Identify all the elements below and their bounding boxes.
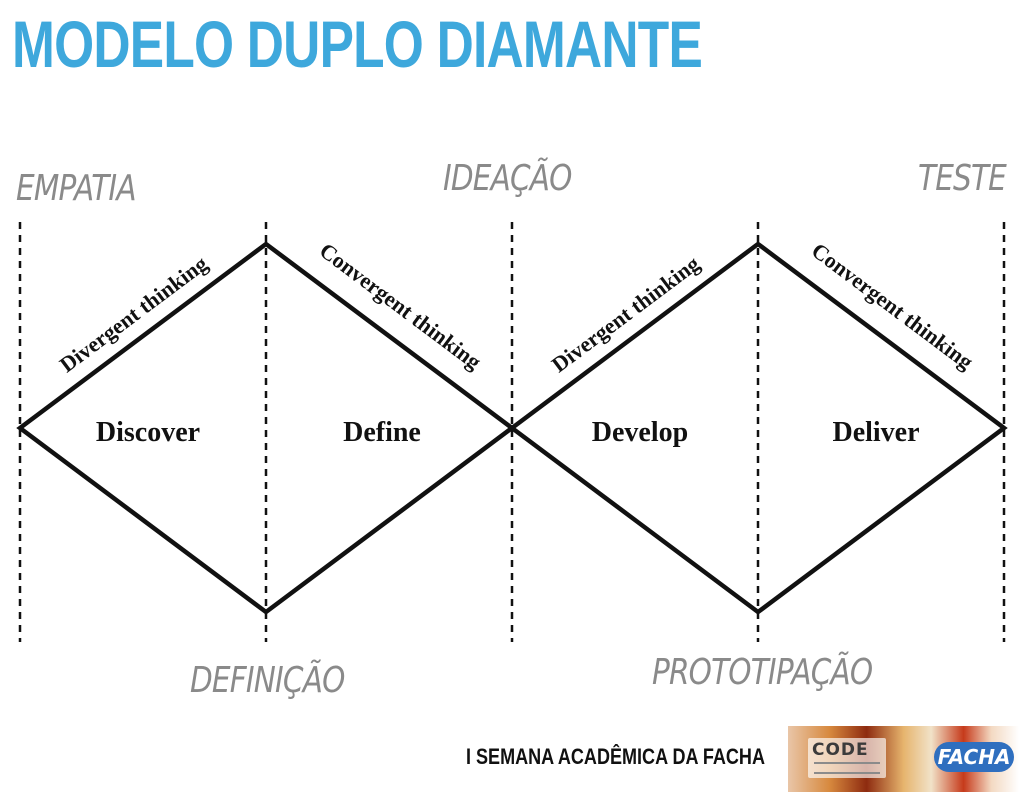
stage-label-definicao: DEFINIÇÃO <box>190 660 345 701</box>
diamond-develop-deliver <box>508 241 1008 615</box>
facha-logo: FACHA <box>934 742 1014 772</box>
stage-label-ideacao: IDEAÇÃO <box>443 158 572 199</box>
code-logo-text: CODE <box>812 740 869 760</box>
edge-label-divergent-2: Divergent thinking <box>547 251 704 378</box>
stage-label-teste: TESTE <box>918 158 1007 199</box>
phase-deliver: Deliver <box>832 417 919 448</box>
page-title: MODELO DUPLO DIAMANTE <box>12 7 703 81</box>
stage-label-prototipacao: PROTOTIPAÇÃO <box>652 652 873 693</box>
stage-label-empatia: EMPATIA <box>16 168 137 209</box>
edge-label-convergent-2: Convergent thinking <box>807 238 978 375</box>
code-logo: CODE <box>808 738 886 778</box>
phase-develop: Develop <box>592 417 688 448</box>
code-logo-subtext <box>814 762 880 774</box>
footer-text: I SEMANA ACADÊMICA DA FACHA <box>466 744 765 769</box>
edge-label-divergent-1: Divergent thinking <box>55 251 212 378</box>
phase-discover: Discover <box>96 417 200 448</box>
phase-define: Define <box>343 417 421 448</box>
edge-label-convergent-1: Convergent thinking <box>315 238 486 375</box>
diamond-discover-define <box>16 241 516 615</box>
